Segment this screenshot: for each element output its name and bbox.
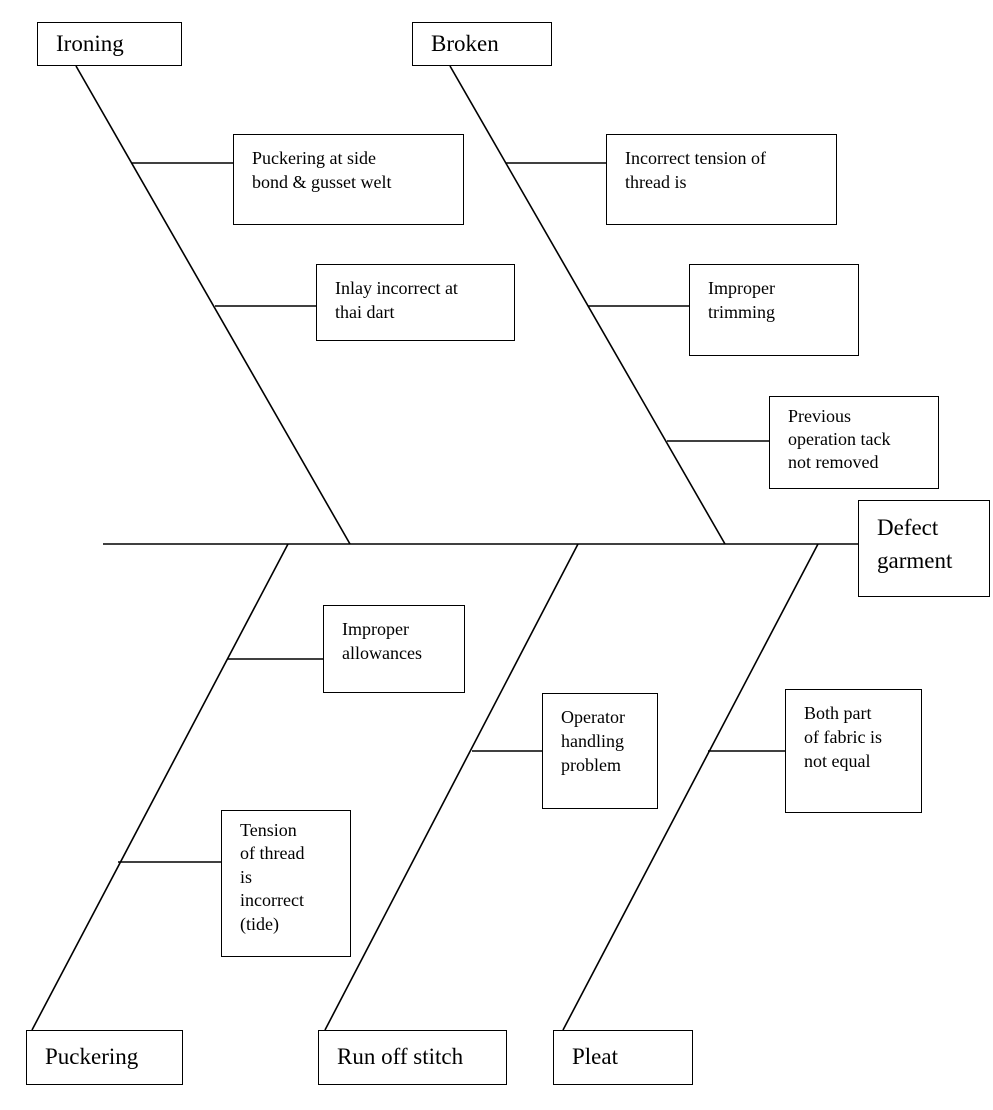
category-ironing: Ironing <box>37 22 182 66</box>
cause-puckering-1: Improper allowances <box>323 605 465 693</box>
cause-run-off-stitch-1: Operator handling problem <box>542 693 658 809</box>
category-broken: Broken <box>412 22 552 66</box>
cause-broken-1: Incorrect tension of thread is <box>606 134 837 225</box>
category-run-off-stitch: Run off stitch <box>318 1030 507 1085</box>
cause-ironing-2: Inlay incorrect at thai dart <box>316 264 515 341</box>
category-pleat: Pleat <box>553 1030 693 1085</box>
cause-broken-2: Improper trimming <box>689 264 859 356</box>
effect-box: Defect garment <box>858 500 990 597</box>
cause-puckering-2: Tension of thread is incorrect (tide) <box>221 810 351 957</box>
bone-puckering <box>31 543 289 1031</box>
cause-pleat-1: Both part of fabric is not equal <box>785 689 922 813</box>
cause-broken-3: Previous operation tack not removed <box>769 396 939 489</box>
cause-ironing-1: Puckering at side bond & gusset welt <box>233 134 464 225</box>
category-puckering: Puckering <box>26 1030 183 1085</box>
bone-pleat <box>562 543 819 1031</box>
bone-run-off-stitch <box>324 543 579 1031</box>
bone-ironing <box>75 65 351 545</box>
bone-broken <box>449 65 726 545</box>
